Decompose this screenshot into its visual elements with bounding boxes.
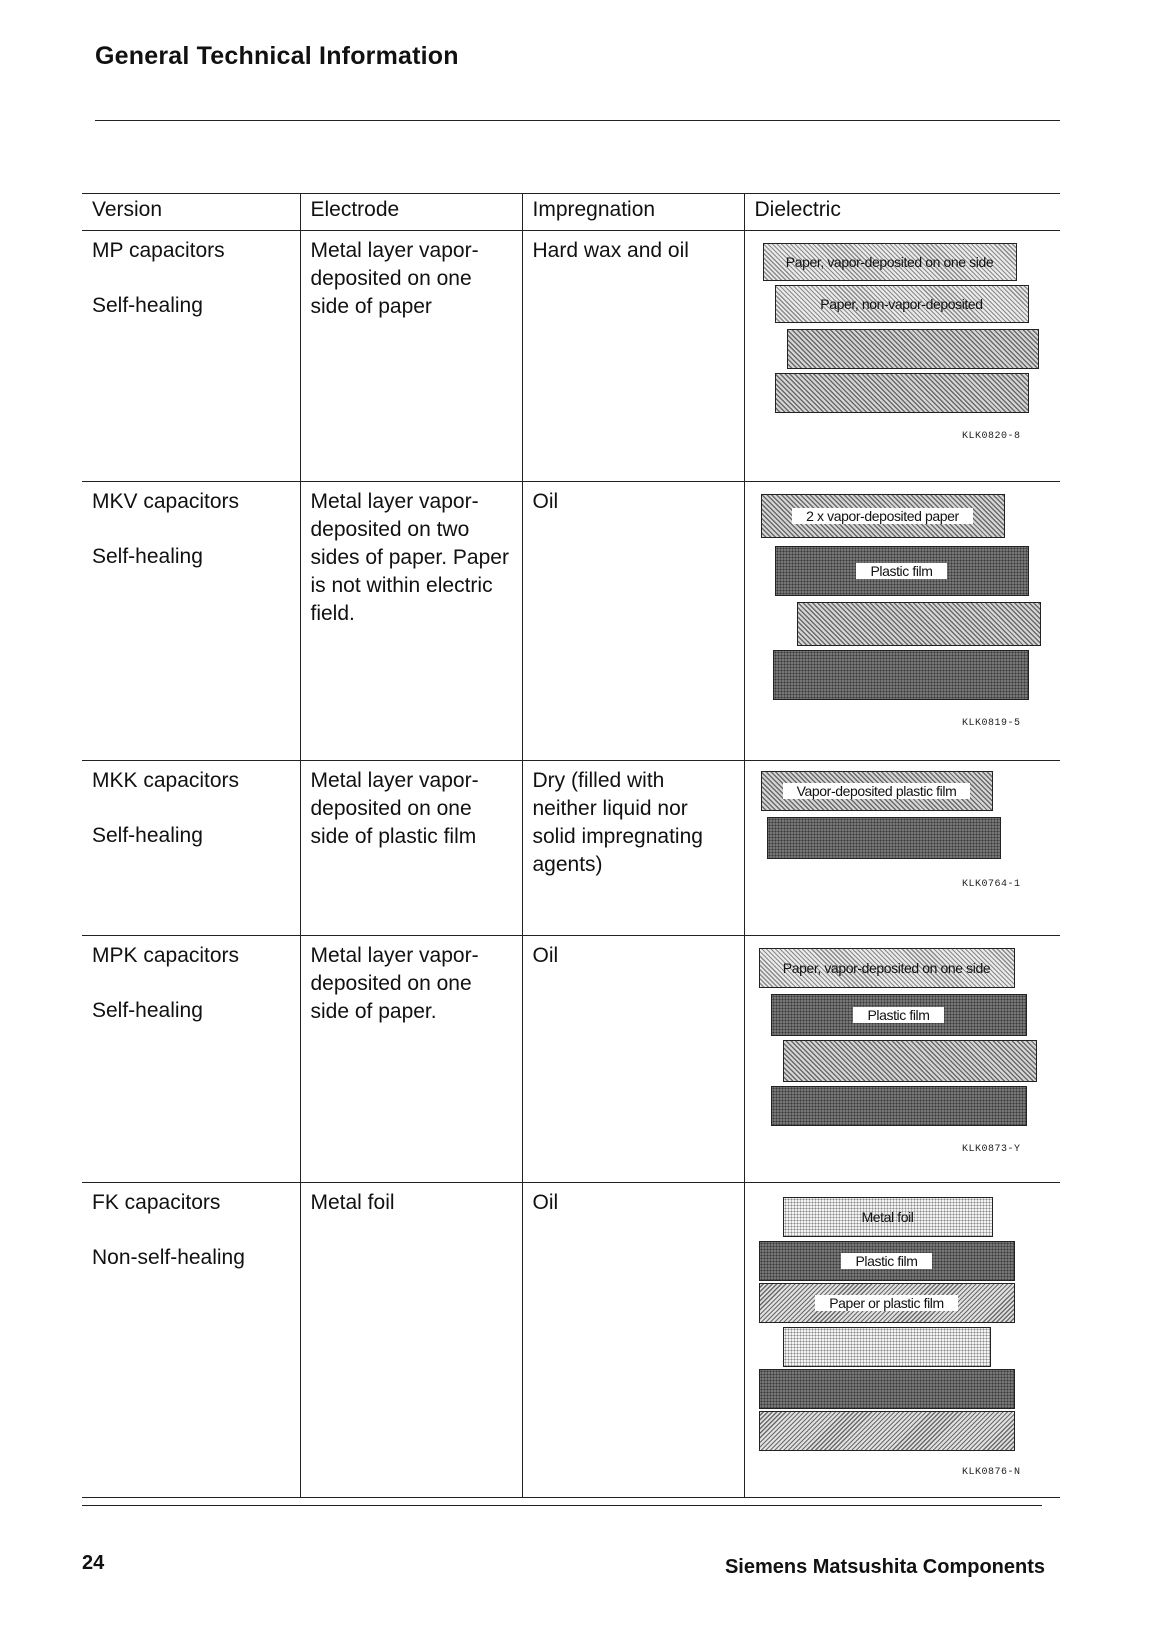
- dielectric-layer: [766, 817, 1001, 859]
- dielectric-layer: [770, 1086, 1027, 1126]
- dielectric-diagram: Paper, vapor-deposited on one side Plast…: [755, 942, 1051, 1162]
- layer-label: Plastic film: [841, 1253, 932, 1269]
- electrode-cell: Metal foil: [299, 1182, 522, 1498]
- dielectric-layer: Plastic film: [770, 994, 1027, 1036]
- electrode-cell: Metal layer vapor-deposited on two sides…: [299, 481, 522, 761]
- electrode-cell: Metal layer vapor-deposited on one side …: [299, 935, 522, 1183]
- layer-label: Paper, non-vapor-deposited: [820, 296, 983, 312]
- col-header-version: Version: [82, 193, 300, 231]
- figure-code: KLK0764-1: [961, 879, 1021, 890]
- dielectric-layer: Metal foil: [782, 1197, 993, 1237]
- table-row: MP capacitors Self-healing Metal layer v…: [82, 230, 1060, 482]
- version-name: MPK capacitors: [92, 944, 240, 967]
- dielectric-layer: Plastic film: [774, 546, 1029, 596]
- layer-label: Paper, vapor-deposited on one side: [782, 960, 991, 976]
- dielectric-layer: [774, 373, 1029, 413]
- version-type: Self-healing: [92, 545, 203, 568]
- figure-code: KLK0820-8: [961, 431, 1021, 442]
- dielectric-layer: Paper, vapor-deposited on one side: [762, 243, 1017, 281]
- dielectric-layer: 2 x vapor-deposited paper: [760, 494, 1005, 538]
- table-row: FK capacitors Non-self-healing Metal foi…: [82, 1182, 1060, 1498]
- version-type: Self-healing: [92, 824, 203, 847]
- dielectric-cell: 2 x vapor-deposited paper Plastic film K…: [743, 481, 1060, 761]
- table-row: MKK capacitors Self-healing Metal layer …: [82, 760, 1060, 936]
- dielectric-layer: Paper or plastic film: [758, 1283, 1015, 1323]
- dielectric-cell: Paper, vapor-deposited on one side Paper…: [743, 230, 1060, 482]
- version-type: Non-self-healing: [92, 1246, 245, 1269]
- footer-rule: [82, 1505, 1042, 1506]
- layer-label: Plastic film: [853, 1007, 944, 1023]
- dielectric-layer: [796, 602, 1041, 646]
- layer-label: 2 x vapor-deposited paper: [792, 508, 973, 524]
- dielectric-layer: Vapor-deposited plastic film: [760, 771, 993, 811]
- dielectric-cell: Paper, vapor-deposited on one side Plast…: [743, 935, 1060, 1183]
- electrode-cell: Metal layer vapor-deposited on one side …: [299, 230, 522, 482]
- dielectric-layer: [782, 1327, 991, 1367]
- dielectric-cell: Metal foil Plastic film Paper or plastic…: [743, 1182, 1060, 1498]
- impregnation-cell: Oil: [521, 1182, 744, 1498]
- dielectric-cell: Vapor-deposited plastic film KLK0764-1: [743, 760, 1060, 936]
- version-cell: MKV capacitors Self-healing: [82, 481, 300, 761]
- impregnation-cell: Dry (filled with neither liquid nor soli…: [521, 760, 744, 936]
- dielectric-layer: Paper, non-vapor-deposited: [774, 285, 1029, 323]
- version-name: MKK capacitors: [92, 769, 240, 792]
- version-name: FK capacitors: [92, 1191, 221, 1214]
- figure-code: KLK0819-5: [961, 718, 1021, 729]
- figure-code: KLK0876-N: [961, 1467, 1021, 1478]
- version-name: MP capacitors: [92, 239, 225, 262]
- dielectric-diagram: Vapor-deposited plastic film KLK0764-1: [755, 767, 1051, 915]
- dielectric-diagram: Metal foil Plastic film Paper or plastic…: [755, 1189, 1051, 1478]
- version-cell: MKK capacitors Self-healing: [82, 760, 300, 936]
- header-rule: [95, 120, 1060, 121]
- publisher-name: Siemens Matsushita Components: [724, 1556, 1045, 1578]
- table-row: MKV capacitors Self-healing Metal layer …: [82, 481, 1060, 761]
- dielectric-diagram: Paper, vapor-deposited on one side Paper…: [755, 237, 1051, 461]
- dielectric-layer: [758, 1411, 1015, 1451]
- col-header-electrode: Electrode: [299, 193, 522, 231]
- layer-label: Vapor-deposited plastic film: [782, 783, 971, 799]
- version-cell: MPK capacitors Self-healing: [82, 935, 300, 1183]
- impregnation-cell: Hard wax and oil: [521, 230, 744, 482]
- layer-label: Metal foil: [861, 1209, 914, 1225]
- capacitor-table-container: Version Electrode Impregnation Dielectri…: [82, 193, 1060, 1498]
- impregnation-cell: Oil: [521, 481, 744, 761]
- version-cell: MP capacitors Self-healing: [82, 230, 300, 482]
- dielectric-layer: [758, 1369, 1015, 1409]
- layer-label: Paper, vapor-deposited on one side: [785, 254, 994, 270]
- version-cell: FK capacitors Non-self-healing: [82, 1182, 300, 1498]
- dielectric-layer: [772, 650, 1029, 700]
- layer-label: Paper or plastic film: [815, 1295, 958, 1311]
- dielectric-diagram: 2 x vapor-deposited paper Plastic film K…: [755, 488, 1051, 740]
- table-row: MPK capacitors Self-healing Metal layer …: [82, 935, 1060, 1183]
- dielectric-layer: Plastic film: [758, 1241, 1015, 1281]
- page-number: 24: [82, 1552, 105, 1574]
- capacitor-table: Version Electrode Impregnation Dielectri…: [82, 193, 1060, 1498]
- dielectric-layer: [786, 329, 1039, 369]
- col-header-dielectric: Dielectric: [743, 193, 1060, 231]
- layer-label: Plastic film: [856, 563, 947, 579]
- table-header-row: Version Electrode Impregnation Dielectri…: [82, 193, 1060, 231]
- col-header-impregnation: Impregnation: [521, 193, 744, 231]
- version-type: Self-healing: [92, 999, 203, 1022]
- version-type: Self-healing: [92, 294, 203, 317]
- electrode-cell: Metal layer vapor-deposited on one side …: [299, 760, 522, 936]
- page-title: General Technical Information: [95, 42, 459, 70]
- impregnation-cell: Oil: [521, 935, 744, 1183]
- version-name: MKV capacitors: [92, 490, 240, 513]
- dielectric-layer: Paper, vapor-deposited on one side: [758, 948, 1015, 988]
- figure-code: KLK0873-Y: [961, 1144, 1021, 1155]
- dielectric-layer: [782, 1040, 1037, 1082]
